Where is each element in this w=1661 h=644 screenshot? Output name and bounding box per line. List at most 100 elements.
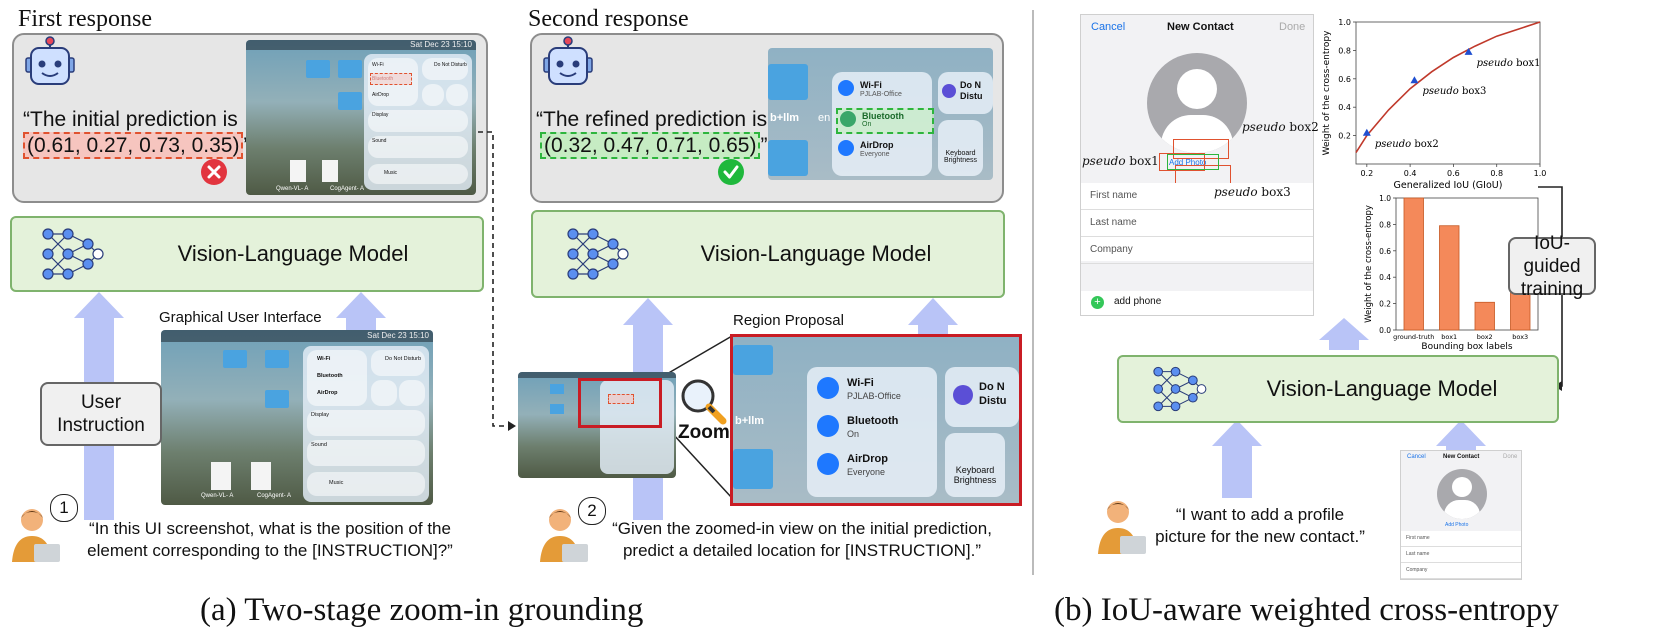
sound-tile: [368, 136, 468, 158]
menu-bar: Sat Dec 23 15:10: [161, 330, 433, 342]
folder-icon: [733, 449, 773, 489]
bluetooth-icon: [840, 111, 856, 127]
wrong-icon: [200, 158, 228, 186]
folder-icon: [338, 92, 362, 110]
mirroring-tile: [399, 380, 425, 406]
point-label-box2: pseudo box2: [1375, 139, 1439, 150]
first-response-screenshot: Sat Dec 23 15:10 Qwen-VL- A CogAgent- A …: [246, 40, 476, 195]
gui-label: Graphical User Interface: [159, 309, 322, 326]
first-prediction-row: (0.61, 0.27, 0.73, 0.35)”: [23, 132, 250, 159]
first-name-field: First name: [1401, 531, 1521, 547]
point-label-box1: pseudo box1: [1477, 58, 1541, 69]
x-tick-label: 1.0: [1534, 169, 1547, 178]
keyboard-label: Keyboard Brightness: [953, 465, 997, 485]
step-2-badge: 2: [578, 497, 606, 525]
folder-icon: [550, 384, 564, 394]
add-phone-label: add phone: [1114, 296, 1162, 307]
vlm-box-b: Vision-Language Model: [1117, 355, 1559, 423]
pseudo-box-2-label: pseudo box2: [1242, 120, 1319, 134]
music-label: Music: [384, 170, 398, 176]
robot-icon: [22, 36, 78, 88]
keyboard-tile: [371, 380, 397, 406]
display-tile: [307, 410, 425, 436]
wifi-icon: [838, 80, 854, 96]
bluetooth-label: Bluetooth: [862, 111, 904, 121]
user-icon: [1096, 498, 1148, 556]
zoom-label: Zoom: [678, 422, 730, 443]
folder-label: b+llm: [770, 112, 800, 124]
airdrop-icon: [838, 140, 854, 156]
prompt-1: “In this UI screenshot, what is the posi…: [60, 518, 480, 562]
phone-thumbnail: Cancel New Contact Done Add Photo First …: [1400, 450, 1522, 580]
dnd-tile: [371, 350, 425, 376]
prompt-2-line-1: “Given the zoomed-in view on the initial…: [612, 519, 992, 538]
user-quote-b: “I want to add a profile picture for the…: [1140, 504, 1380, 548]
correct-icon: [717, 158, 745, 186]
vlm-box-first: Vision-Language Model: [10, 216, 484, 292]
y-tick-label: 0.8: [1379, 220, 1391, 229]
display-label: Display: [311, 412, 330, 418]
y-tick-label: 0.4: [1379, 273, 1391, 282]
x-tick-label: 0.8: [1490, 169, 1503, 178]
wifi-label: Wi-Fi: [847, 377, 874, 389]
avatar[interactable]: [1147, 53, 1247, 153]
ground-truth-box: [1167, 154, 1219, 170]
second-quote-line: “The refined prediction is: [536, 108, 768, 131]
user-icon: [10, 506, 62, 564]
y-tick-label: 1.0: [1379, 194, 1391, 203]
document-icon: [322, 160, 338, 182]
done-button[interactable]: Done: [1279, 21, 1306, 33]
form-section: First name Last name Company: [1401, 531, 1521, 579]
y-tick-label: 0.8: [1338, 46, 1351, 55]
y-axis-label: Weight of the cross-entropy: [1364, 205, 1374, 323]
y-tick-label: 0.6: [1379, 247, 1391, 256]
y-tick-label: 0.4: [1338, 103, 1351, 112]
last-name-field: Last name: [1401, 547, 1521, 563]
zoom-line: [659, 335, 733, 379]
folder-icon: [223, 350, 247, 368]
region-proposal-box: [578, 378, 662, 428]
moon-icon: [953, 385, 973, 405]
giou-curve: [1355, 21, 1541, 154]
airdrop-status: Everyone: [847, 467, 886, 477]
y-tick-label: 0.2: [1379, 300, 1391, 309]
network-tile: [307, 350, 367, 406]
second-prediction: (0.32, 0.47, 0.71, 0.65): [540, 132, 761, 159]
sound-label: Sound: [372, 138, 387, 144]
cancel-button[interactable]: Cancel: [1091, 21, 1126, 33]
first-quote-line: “The initial prediction is: [23, 108, 238, 131]
second-response-screenshot: b+llm en Wi-Fi PJLAB-Office Bluetooth On…: [768, 48, 993, 180]
add-phone-row[interactable]: + add phone: [1081, 291, 1313, 315]
folder-label: en: [818, 112, 831, 124]
neural-network-icon: [1153, 366, 1207, 412]
up-arrow: [1212, 420, 1262, 498]
desktop-label: CogAgent- A: [330, 186, 365, 192]
up-arrow: [908, 298, 958, 336]
airdrop-status: Everyone: [860, 151, 890, 158]
display-label: Display: [372, 112, 389, 118]
desktop-label: Qwen-VL- A: [201, 493, 234, 499]
form-section: First name Last name Company: [1081, 183, 1313, 264]
last-name-field[interactable]: Last name: [1081, 210, 1313, 237]
user-instruction-label: User Instruction: [57, 392, 145, 436]
initial-prediction-box: [370, 73, 412, 85]
step-1-badge: 1: [50, 494, 78, 522]
add-photo-button[interactable]: Add Photo: [1169, 158, 1207, 167]
wifi-label: Wi-Fi: [860, 80, 882, 90]
user-quote-b-line-1: “I want to add a profile: [1175, 505, 1345, 524]
avatar: [1437, 469, 1487, 519]
first-name-field[interactable]: First name: [1081, 183, 1313, 210]
data-point-box3: [1410, 76, 1419, 84]
vlm-label: Vision-Language Model: [177, 241, 409, 266]
prompt-1-line-2: element corresponding to the [INSTRUCTIO…: [87, 541, 453, 560]
company-field[interactable]: Company: [1081, 237, 1313, 264]
folder-label: b+llm: [735, 415, 765, 427]
x-tick-label: 0.6: [1447, 169, 1460, 178]
up-arrow: [336, 292, 386, 330]
first-response-title: First response: [18, 6, 152, 32]
keyboard-tile: [938, 120, 983, 176]
user-quote-b-line-2: picture for the new contact.”: [1155, 527, 1365, 546]
x-axis-label: Bounding box labels: [1421, 342, 1512, 352]
phone-title: New Contact: [1167, 21, 1234, 33]
